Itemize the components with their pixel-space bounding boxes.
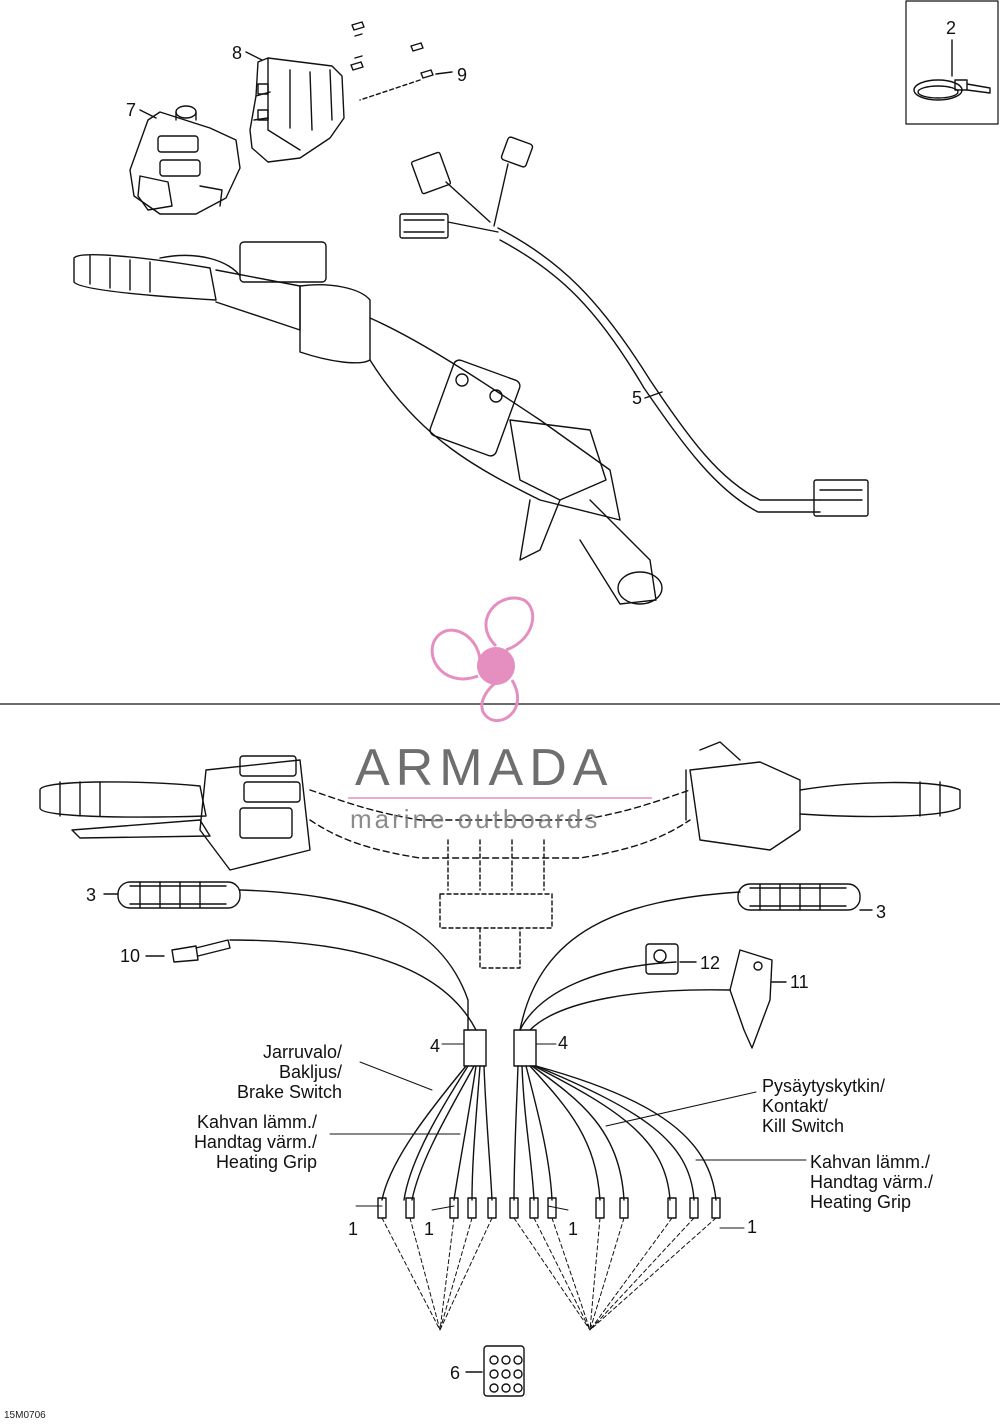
callout-3-left: 3 <box>86 885 96 905</box>
callout-3-right: 3 <box>876 902 886 922</box>
screw-icons <box>350 21 434 79</box>
callout-1-c: 1 <box>568 1219 578 1239</box>
main-connector <box>483 1345 525 1397</box>
brake-switch-sensor <box>171 939 231 963</box>
watermark-propeller-logo <box>430 596 535 723</box>
callout-5: 5 <box>632 388 642 408</box>
label-heating-grip-right: Kahvan lämm./ Handtag värm./ Heating Gri… <box>810 1152 934 1212</box>
grip-heater-right <box>737 883 861 911</box>
handlebar-bottom-assembly <box>39 741 961 969</box>
callout-7: 7 <box>126 100 136 120</box>
callout-6: 6 <box>450 1363 460 1383</box>
wiring-harness <box>399 136 869 517</box>
throttle-lever <box>729 949 773 1049</box>
grip-heater-left <box>117 881 241 909</box>
switch-housing-cover <box>249 57 345 163</box>
label-brake-switch: Jarruvalo/ Bakljus/ Brake Switch <box>236 1042 342 1102</box>
label-kill-switch: Pysäytyskytkin/ Kontakt/ Kill Switch <box>762 1076 886 1136</box>
cable-tie-icon <box>913 79 991 101</box>
inset-box <box>905 0 999 125</box>
callout-8: 8 <box>232 43 242 63</box>
callout-4-left: 4 <box>430 1036 440 1056</box>
callout-1-d: 1 <box>747 1217 757 1237</box>
watermark-subtitle: marine outboards <box>350 804 601 834</box>
kill-switch-connector <box>645 943 679 975</box>
handlebar-top-assembly <box>73 241 663 605</box>
callout-1-b: 1 <box>424 1219 434 1239</box>
callout-11: 11 <box>790 972 809 992</box>
terminal-pins <box>377 1197 721 1219</box>
figure-code: 15M0706 <box>4 1410 46 1421</box>
watermark-title: ARMADA <box>355 739 614 797</box>
callout-9: 9 <box>457 65 467 85</box>
callout-10: 10 <box>120 946 140 966</box>
callout-1-a: 1 <box>348 1219 358 1239</box>
label-heating-grip-left: Kahvan lämm./ Handtag värm./ Heating Gri… <box>193 1112 317 1172</box>
callout-4-right: 4 <box>558 1033 568 1053</box>
pin-assignment-lines <box>381 1217 717 1331</box>
callout-2: 2 <box>946 18 956 38</box>
control-switch-module <box>129 105 241 215</box>
callout-12: 12 <box>700 953 720 973</box>
